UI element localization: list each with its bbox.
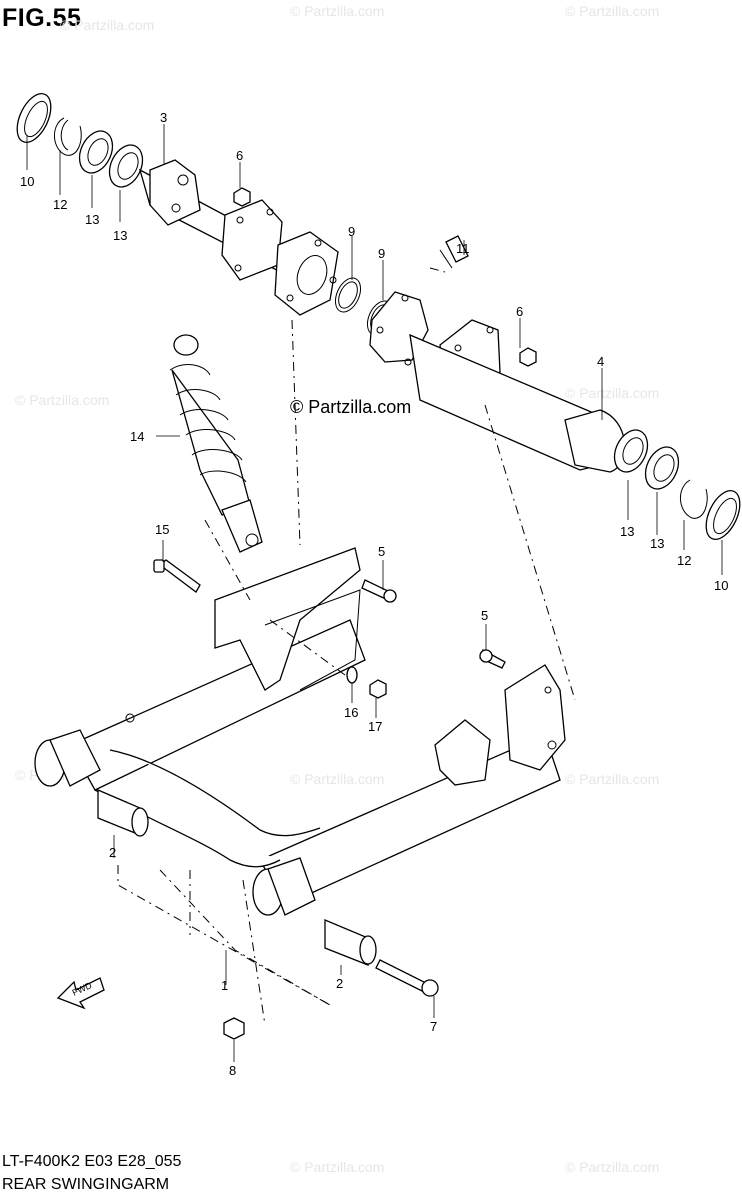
bolt-5-right bbox=[479, 649, 506, 669]
callout-1: 1 bbox=[221, 978, 228, 993]
nut-17 bbox=[369, 679, 387, 699]
callout-14: 14 bbox=[130, 429, 144, 444]
alignment-lines bbox=[117, 267, 576, 1026]
bolt-11 bbox=[439, 235, 469, 269]
callout-13: 13 bbox=[620, 524, 634, 539]
nut-6-left bbox=[233, 187, 251, 207]
bolt-15 bbox=[153, 559, 201, 593]
watermark: © Partzilla.com bbox=[565, 3, 659, 19]
bearing-13-left-b bbox=[108, 144, 144, 188]
leader-lines bbox=[26, 124, 723, 1062]
model-code: LT-F400K2 E03 E28_055 bbox=[2, 1153, 182, 1170]
watermark: © Partzilla.com bbox=[290, 771, 384, 787]
bearing-13-right-a bbox=[613, 429, 649, 473]
watermark: © Partzilla.com bbox=[565, 1159, 659, 1175]
callout-13: 13 bbox=[113, 228, 127, 243]
watermark-center: © Partzilla.com bbox=[290, 397, 411, 417]
callout-8: 8 bbox=[229, 1063, 236, 1078]
swingarm-1 bbox=[34, 547, 566, 916]
callout-labels: 10 12 13 13 3 6 9 9 11 6 4 13 13 12 10 1… bbox=[20, 110, 728, 1078]
pivot-shaft-4 bbox=[369, 291, 626, 473]
callout-4: 4 bbox=[597, 354, 604, 369]
bolt-5-upper bbox=[361, 579, 397, 603]
circlip-12-right bbox=[680, 479, 708, 519]
pivot-shaft-3 bbox=[138, 159, 339, 316]
callout-2: 2 bbox=[109, 845, 116, 860]
nut-8 bbox=[223, 1017, 245, 1040]
callout-13: 13 bbox=[85, 212, 99, 227]
bearing-13-right-b bbox=[644, 446, 680, 490]
seal-10-right bbox=[705, 490, 741, 540]
washer-16 bbox=[346, 666, 358, 684]
seal-10-left bbox=[16, 93, 52, 143]
bolt-7 bbox=[375, 959, 439, 997]
callout-10: 10 bbox=[714, 578, 728, 593]
callout-12: 12 bbox=[677, 553, 691, 568]
callout-7: 7 bbox=[430, 1019, 437, 1034]
callout-16: 16 bbox=[344, 705, 358, 720]
callout-9: 9 bbox=[348, 224, 355, 239]
callout-6: 6 bbox=[516, 304, 523, 319]
callout-10: 10 bbox=[20, 174, 34, 189]
callout-3: 3 bbox=[160, 110, 167, 125]
watermark: © Partzilla.com bbox=[290, 3, 384, 19]
watermark: © Partzilla.com bbox=[290, 1159, 384, 1175]
callout-5: 5 bbox=[481, 608, 488, 623]
callout-5: 5 bbox=[378, 544, 385, 559]
watermark: © Partzilla.com bbox=[565, 771, 659, 787]
diagram-caption: REAR SWINGINGARM bbox=[2, 1176, 170, 1193]
bushing-2-right bbox=[324, 919, 377, 966]
bushing-2-left bbox=[97, 789, 149, 837]
shock-absorber-14 bbox=[169, 334, 263, 553]
oring-9-left bbox=[334, 277, 362, 313]
callout-13: 13 bbox=[650, 536, 664, 551]
callout-17: 17 bbox=[368, 719, 382, 734]
nut-6-right bbox=[519, 347, 537, 367]
watermark: © Partzilla.com bbox=[565, 385, 659, 401]
callout-9: 9 bbox=[378, 246, 385, 261]
bearing-13-left-a bbox=[78, 130, 114, 174]
fwd-arrow-icon: FWD bbox=[56, 977, 105, 1010]
callout-11: 11 bbox=[456, 241, 470, 256]
figure-label: FIG.55 bbox=[2, 4, 82, 32]
circlip-12-left bbox=[54, 117, 82, 156]
callout-15: 15 bbox=[155, 522, 169, 537]
callout-2: 2 bbox=[336, 976, 343, 991]
callout-12: 12 bbox=[53, 197, 67, 212]
callout-6: 6 bbox=[236, 148, 243, 163]
watermark: © Partzilla.com bbox=[15, 392, 109, 408]
watermark: © Partzilla.com bbox=[60, 17, 154, 33]
